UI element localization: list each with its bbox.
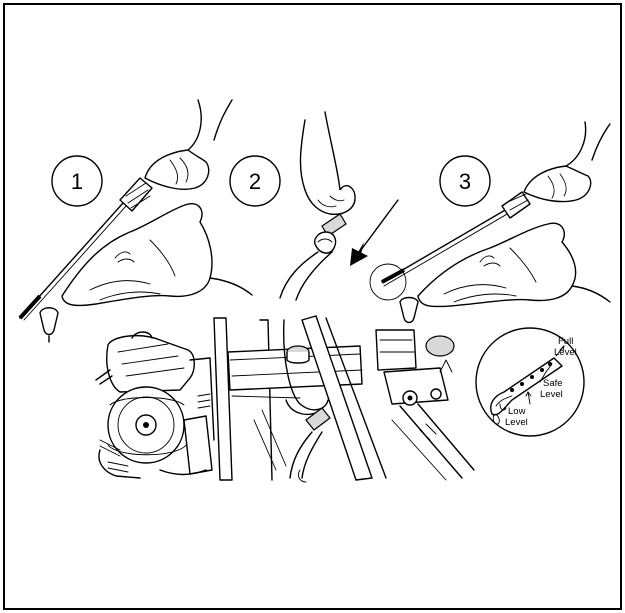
step-3-illustration: 3 <box>370 122 610 323</box>
step-3-upper-hand <box>524 122 591 202</box>
dipstick-level-inset: Full Level Safe Level Low Level <box>476 328 584 436</box>
right-housing <box>376 330 416 370</box>
full-level-label: Full Level <box>554 336 577 358</box>
safe-level-label: Safe Level <box>540 378 565 400</box>
step-2-fill-tube <box>280 252 332 300</box>
step-3-tube-end <box>400 298 418 323</box>
step-2-direction-arrow <box>358 200 398 254</box>
step-3-tip-highlight <box>370 264 406 300</box>
step-2-number: 2 <box>249 169 261 194</box>
step-1-upper-hand <box>145 100 209 189</box>
low-level-label: Low Level <box>505 406 528 428</box>
frame-rail-left <box>214 318 232 480</box>
step-1-dipstick-cap <box>120 178 152 211</box>
machine-base-illustration <box>96 316 474 482</box>
frame-rail-middle <box>302 316 372 480</box>
step-1-tube-end <box>40 308 58 335</box>
step-2-arm <box>300 112 340 190</box>
step-1-number: 1 <box>71 169 83 194</box>
step-3-number: 3 <box>459 169 471 194</box>
step-1-illustration: 1 <box>20 100 252 342</box>
step-2-hand <box>305 186 355 215</box>
step-1-rag-hand <box>62 204 212 306</box>
engine-housing <box>107 336 195 392</box>
